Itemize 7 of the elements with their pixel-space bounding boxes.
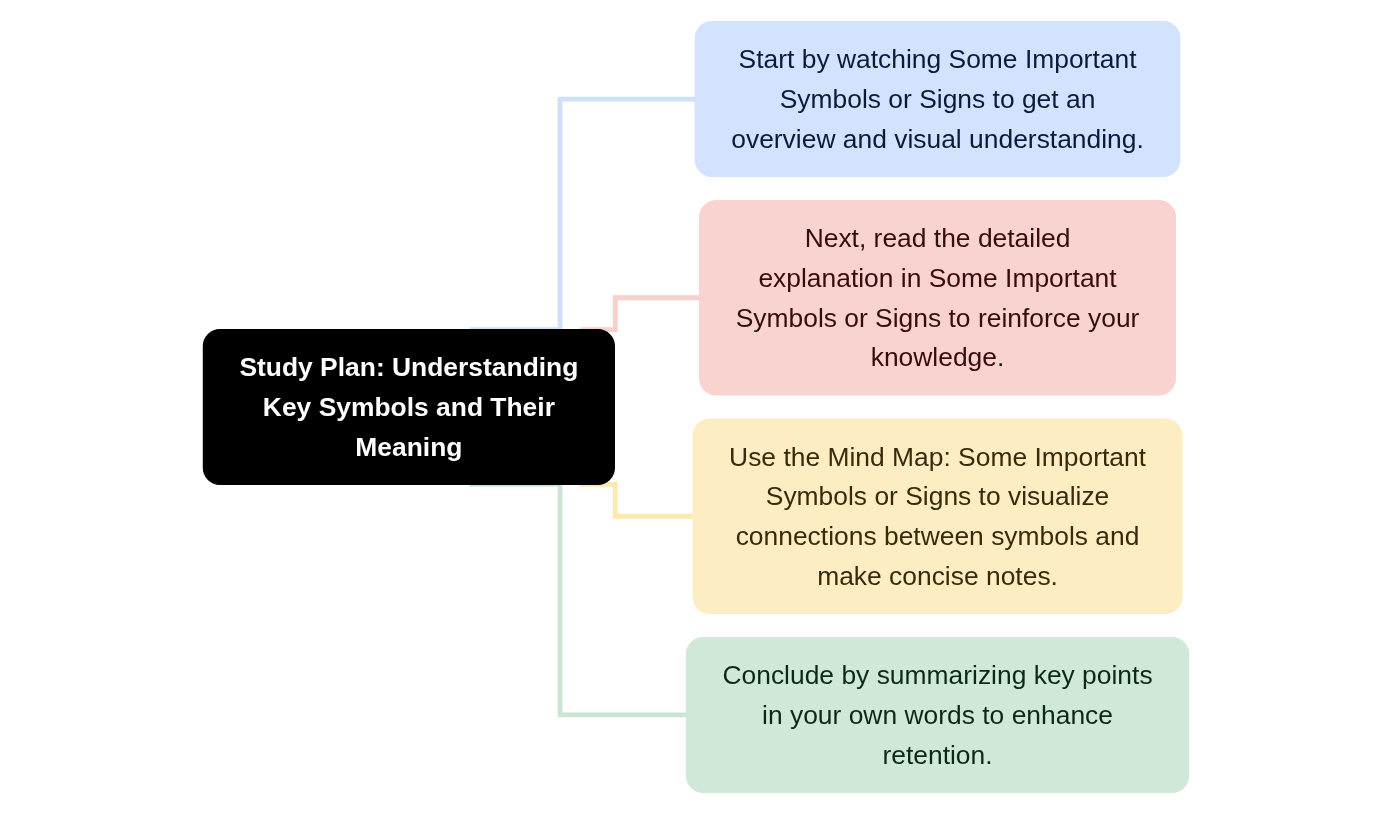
connector bbox=[580, 482, 694, 519]
node-box: Conclude by summarizing key points in your own words to enhance retention. bbox=[685, 636, 1190, 793]
node-box: Study Plan: Understanding Key Symbols and Their Meaning bbox=[202, 328, 615, 486]
node-box: Start by watching Some Important Symbols or Signs to get an overview and visual understanding. bbox=[694, 21, 1181, 178]
node-box: Next, read the detailed explanation in Some Important Symbols or Signs to reinforce your knowledge. bbox=[699, 199, 1176, 396]
connector bbox=[580, 295, 700, 332]
node-box: Use the Mind Map: Some Important Symbols or Signs to visualize connections between symbols and make concise notes. bbox=[692, 418, 1183, 615]
